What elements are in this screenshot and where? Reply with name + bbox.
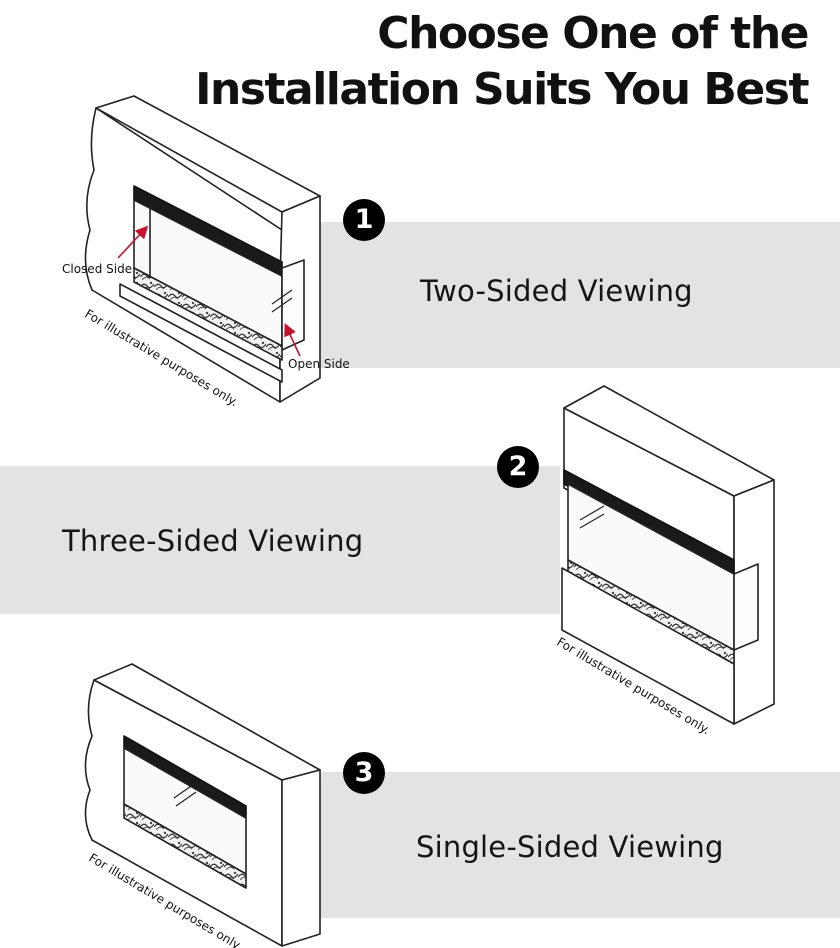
title-line-2: Installation Suits You Best (195, 64, 809, 115)
fireplace-three-sided-drawing (561, 385, 775, 725)
option-1-band (300, 222, 840, 368)
open-side-label: Open Side (288, 357, 350, 371)
option-2-label: Three-Sided Viewing (62, 524, 364, 558)
closed-side-label: Closed Side (62, 262, 132, 276)
option-3-badge: 3 (343, 752, 385, 794)
fireplace-single-sided-drawing (84, 663, 321, 947)
option-2-band (0, 466, 560, 614)
title-line-1: Choose One of the (377, 8, 809, 59)
fireplace-two-sided-drawing (84, 95, 321, 403)
page-title: Choose One of the Installation Suits You… (195, 6, 809, 118)
option-3-band (300, 772, 840, 918)
closed-side-arrow (117, 225, 149, 259)
option-3-label: Single-Sided Viewing (416, 830, 724, 864)
option-1-badge: 1 (343, 199, 385, 241)
option-1-label: Two-Sided Viewing (420, 274, 693, 308)
open-side-arrow (284, 323, 301, 357)
option-2-badge: 2 (497, 446, 539, 488)
